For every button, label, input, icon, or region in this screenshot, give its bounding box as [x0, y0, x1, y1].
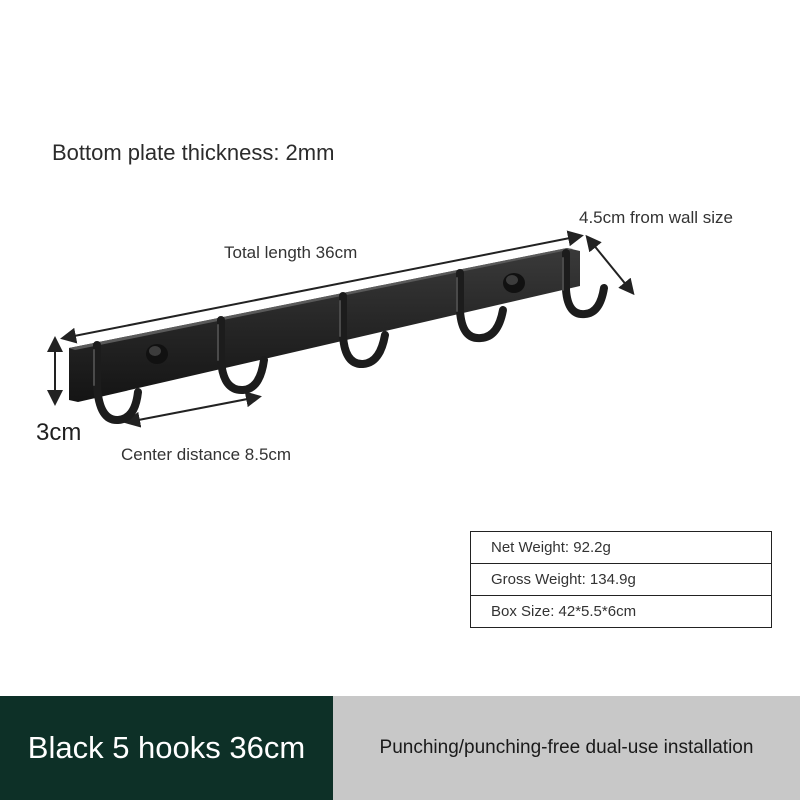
hook-5: [562, 249, 608, 319]
mounting-screw-right: [503, 273, 525, 293]
spec-row: Net Weight: 92.2g: [470, 531, 772, 564]
total-length-arrow: [60, 230, 584, 344]
hook-3: [339, 292, 389, 368]
hook-1: [93, 341, 142, 424]
hook-4: [456, 269, 507, 343]
spec-gross-weight: Gross Weight: 134.9g: [470, 563, 772, 596]
mounting-screw-left: [146, 344, 168, 364]
total-length-label: Total length 36cm: [224, 243, 358, 262]
spec-row: Box Size: 42*5.5*6cm: [470, 595, 772, 628]
bottom-plate-thickness-label: Bottom plate thickness: 2mm: [52, 140, 335, 165]
hook-2: [217, 316, 268, 394]
center-distance-arrow: [124, 391, 262, 428]
spec-table: Net Weight: 92.2g Gross Weight: 134.9g B…: [470, 531, 772, 628]
base-plate: [69, 248, 580, 402]
spec-box-size: Box Size: 42*5.5*6cm: [470, 595, 772, 628]
wall-size-label: 4.5cm from wall size: [579, 208, 733, 227]
wall-size-arrow: [585, 234, 635, 296]
center-distance-label: Center distance 8.5cm: [121, 445, 292, 464]
height-label: 3cm: [36, 419, 82, 446]
variant-banner: Black 5 hooks 36cm: [0, 696, 333, 800]
installation-label: Punching/punching-free dual-use installa…: [379, 737, 754, 758]
spec-row: Gross Weight: 134.9g: [470, 563, 772, 596]
spec-net-weight: Net Weight: 92.2g: [470, 531, 772, 564]
variant-label: Black 5 hooks 36cm: [27, 730, 306, 765]
installation-banner: Punching/punching-free dual-use installa…: [333, 696, 800, 800]
